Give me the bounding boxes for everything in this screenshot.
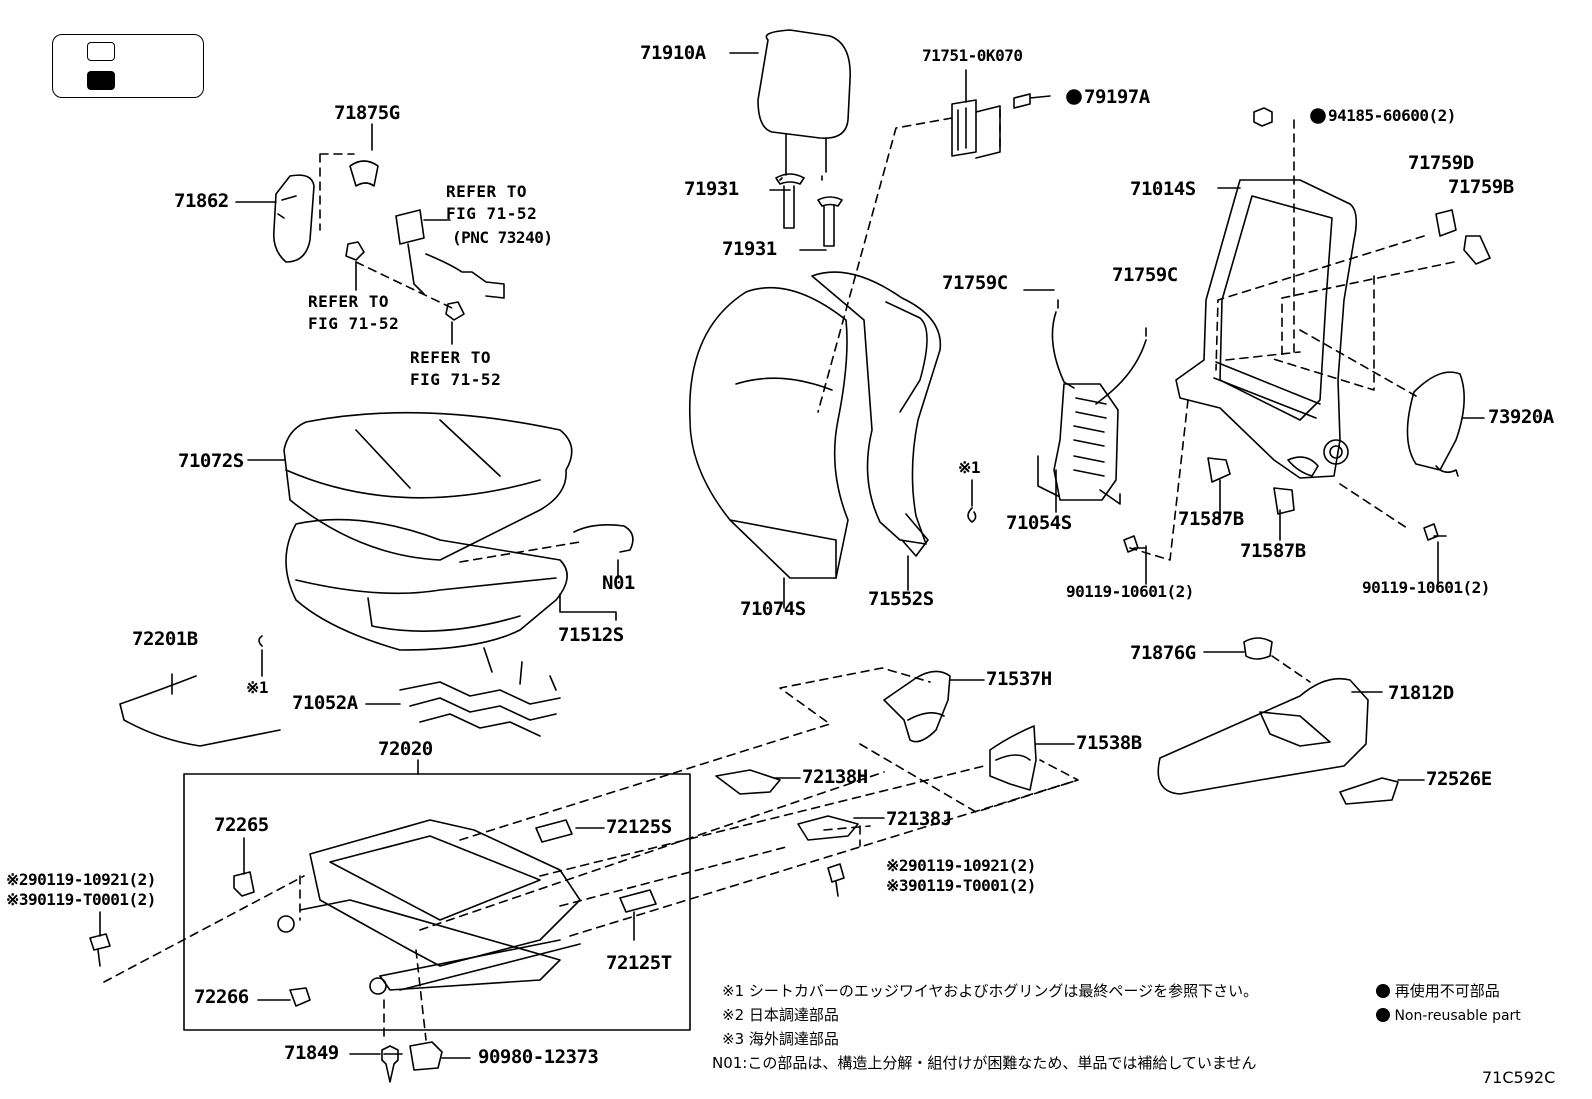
part-number-71054s: 71054S <box>1006 512 1072 534</box>
refer-to-note-b: REFER TO <box>410 348 492 367</box>
part-number-90119-left: 90119-10601(2) <box>1066 582 1194 601</box>
note-2: ※2 日本調達部品 <box>722 1006 839 1024</box>
legend-black-symbol <box>87 71 115 90</box>
legend-jp: 再使用不可部品 <box>1376 984 1500 999</box>
part-number-71014s: 71014S <box>1130 178 1196 200</box>
legend-en-text: Non-reusable part <box>1394 1008 1521 1024</box>
part-number-72265: 72265 <box>214 814 269 836</box>
legend-box <box>52 34 204 98</box>
refer-to-note-a: REFER TO <box>308 292 390 311</box>
note-mark-1-upper: ※1 <box>958 458 981 477</box>
inner-shield-drawing <box>883 670 951 743</box>
seat-side-shield-drawing <box>1157 677 1369 795</box>
note-n01: N01:この部品は、構造上分解・組付けが困難なため、単品では補給していません <box>712 1054 1257 1072</box>
seat-cushion-cover-drawing <box>283 411 573 561</box>
part-number-71538b: 71538B <box>1076 732 1142 754</box>
part-number-71759d: 71759D <box>1408 152 1474 174</box>
part-number-94185: 94185-60600(2) <box>1328 106 1456 125</box>
part-number-71587b-lower: 71587B <box>1240 540 1306 562</box>
illustration-code: 71C592C <box>1482 1068 1556 1087</box>
part-number-71751: 71751-0K070 <box>922 46 1023 65</box>
refer-to-fig-a: FIG 71-52 <box>308 314 400 333</box>
part-number-star3-right: ※390119-T0001(2) <box>886 876 1036 895</box>
seat-track-drawing <box>277 819 581 995</box>
part-number-71759c-left: 71759C <box>942 272 1008 294</box>
bracket-drawing <box>951 99 1001 159</box>
refer-to-note: REFER TO <box>446 182 528 201</box>
part-number-star2-left: ※290119-10921(2) <box>6 870 156 889</box>
legend-white-symbol <box>87 42 115 61</box>
part-number-72020: 72020 <box>378 738 433 760</box>
part-number-79197a: 79197A <box>1084 86 1150 108</box>
part-number-72125t: 72125T <box>606 952 672 974</box>
refer-to-fig: FIG 71-52 <box>446 204 538 223</box>
seat-back-frame-drawing <box>1175 179 1358 479</box>
headrest-guide-drawing <box>775 173 843 247</box>
non-reusable-dot-icon <box>1376 984 1390 998</box>
part-number-71875g: 71875G <box>334 102 400 124</box>
note-1: ※1 シートカバーのエッジワイヤおよびホグリングは最終ページを参照下さい。 <box>722 982 1259 1000</box>
legend-en: Non-reusable part <box>1376 1008 1521 1023</box>
seat-track-group-box <box>183 773 691 1031</box>
part-number-71072s: 71072S <box>178 450 244 472</box>
part-number-71876g: 71876G <box>1130 642 1196 664</box>
part-number-90119-right: 90119-10601(2) <box>1362 578 1490 597</box>
refer-to-fig-b: FIG 71-52 <box>410 370 502 389</box>
part-number-71910a: 71910A <box>640 42 706 64</box>
headrest-drawing <box>757 29 851 181</box>
seat-spring-drawing <box>399 647 561 737</box>
part-number-71759b: 71759B <box>1448 176 1514 198</box>
part-number-star2-right: ※290119-10921(2) <box>886 856 1036 875</box>
part-number-71537h: 71537H <box>986 668 1052 690</box>
seat-back-pad-drawing <box>811 271 942 557</box>
part-number-71862: 71862 <box>174 190 229 212</box>
part-number-71074s: 71074S <box>740 598 806 620</box>
recliner-cover-drawing <box>272 174 315 263</box>
part-number-71849: 71849 <box>284 1042 339 1064</box>
outer-shield-drawing <box>989 725 1037 791</box>
part-number-72266: 72266 <box>194 986 249 1008</box>
part-number-72526e: 72526E <box>1426 768 1492 790</box>
seat-belt-buckle-drawing <box>395 209 505 299</box>
part-number-71552s: 71552S <box>868 588 934 610</box>
part-number-71052a: 71052A <box>292 692 358 714</box>
part-number-72125s: 72125S <box>606 816 672 838</box>
side-airbag-drawing <box>1406 371 1465 477</box>
part-label-n01: N01 <box>602 572 635 594</box>
part-number-star3-left: ※390119-T0001(2) <box>6 890 156 909</box>
part-number-71931-lower: 71931 <box>722 238 777 260</box>
part-number-90980: 90980-12373 <box>478 1046 599 1068</box>
part-number-71931-upper: 71931 <box>684 178 739 200</box>
part-number-73920a: 73920A <box>1488 406 1554 428</box>
legend-jp-text: 再使用不可部品 <box>1394 982 1500 1000</box>
part-number-71512s: 71512S <box>558 624 624 646</box>
lumbar-support-drawing <box>1037 383 1121 505</box>
note-mark-1-lower: ※1 <box>246 678 269 697</box>
part-number-72138j: 72138J <box>886 808 952 830</box>
seat-back-cover-drawing <box>688 286 849 579</box>
seat-cushion-pad-drawing <box>285 518 568 651</box>
non-reusable-dot-icon-2 <box>1376 1008 1390 1022</box>
refer-to-pnc: (PNC 73240) <box>452 228 553 247</box>
note-3: ※3 海外調達部品 <box>722 1030 839 1048</box>
part-number-71812d: 71812D <box>1388 682 1454 704</box>
part-number-72138h: 72138H <box>802 766 868 788</box>
part-number-71587b-upper: 71587B <box>1178 508 1244 530</box>
part-number-72201b: 72201B <box>132 628 198 650</box>
part-number-71759c-right: 71759C <box>1112 264 1178 286</box>
